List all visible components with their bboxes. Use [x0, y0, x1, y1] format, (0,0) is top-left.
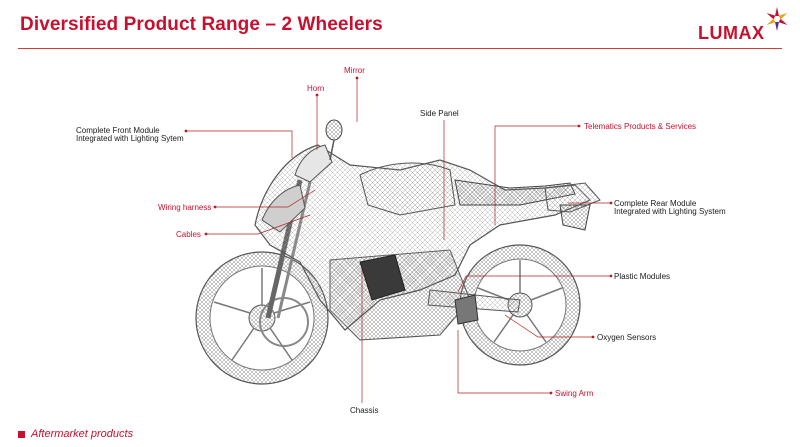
label-wiring-harness: Wiring harness: [158, 203, 212, 212]
bullet-square-icon: [18, 430, 25, 438]
page-title: Diversified Product Range – 2 Wheelers: [20, 14, 383, 35]
label-rear-module-line2: Integrated with Lighting System: [614, 207, 726, 216]
label-oxygen-sensors: Oxygen Sensors: [597, 333, 657, 342]
label-horn: Horn: [307, 84, 325, 93]
brand-name: LUMAX: [698, 23, 765, 43]
label-chassis: Chassis: [350, 406, 379, 415]
motorcycle-illustration: [195, 119, 601, 385]
leader-dots: [184, 76, 613, 395]
label-cables: Cables: [176, 230, 201, 239]
footer: Aftermarket products: [18, 428, 133, 440]
label-front-module-line2: Integrated with Lighting Sytem: [76, 134, 184, 143]
label-front-module-line1: Complete Front Module: [76, 126, 160, 135]
label-mirror: Mirror: [344, 66, 365, 75]
label-swing-arm: Swing Arm: [555, 389, 594, 398]
leader-lines: [186, 78, 611, 403]
lumax-logo: LUMAX: [698, 6, 790, 46]
star-logo-icon: [766, 7, 788, 31]
label-telematics: Telematics Products & Services: [584, 122, 697, 131]
title-divider: [18, 48, 782, 49]
label-plastic-modules: Plastic Modules: [614, 272, 671, 281]
label-side-panel: Side Panel: [420, 109, 459, 118]
footer-text: Aftermarket products: [31, 428, 134, 440]
label-rear-module-line1: Complete Rear Module: [614, 199, 697, 208]
